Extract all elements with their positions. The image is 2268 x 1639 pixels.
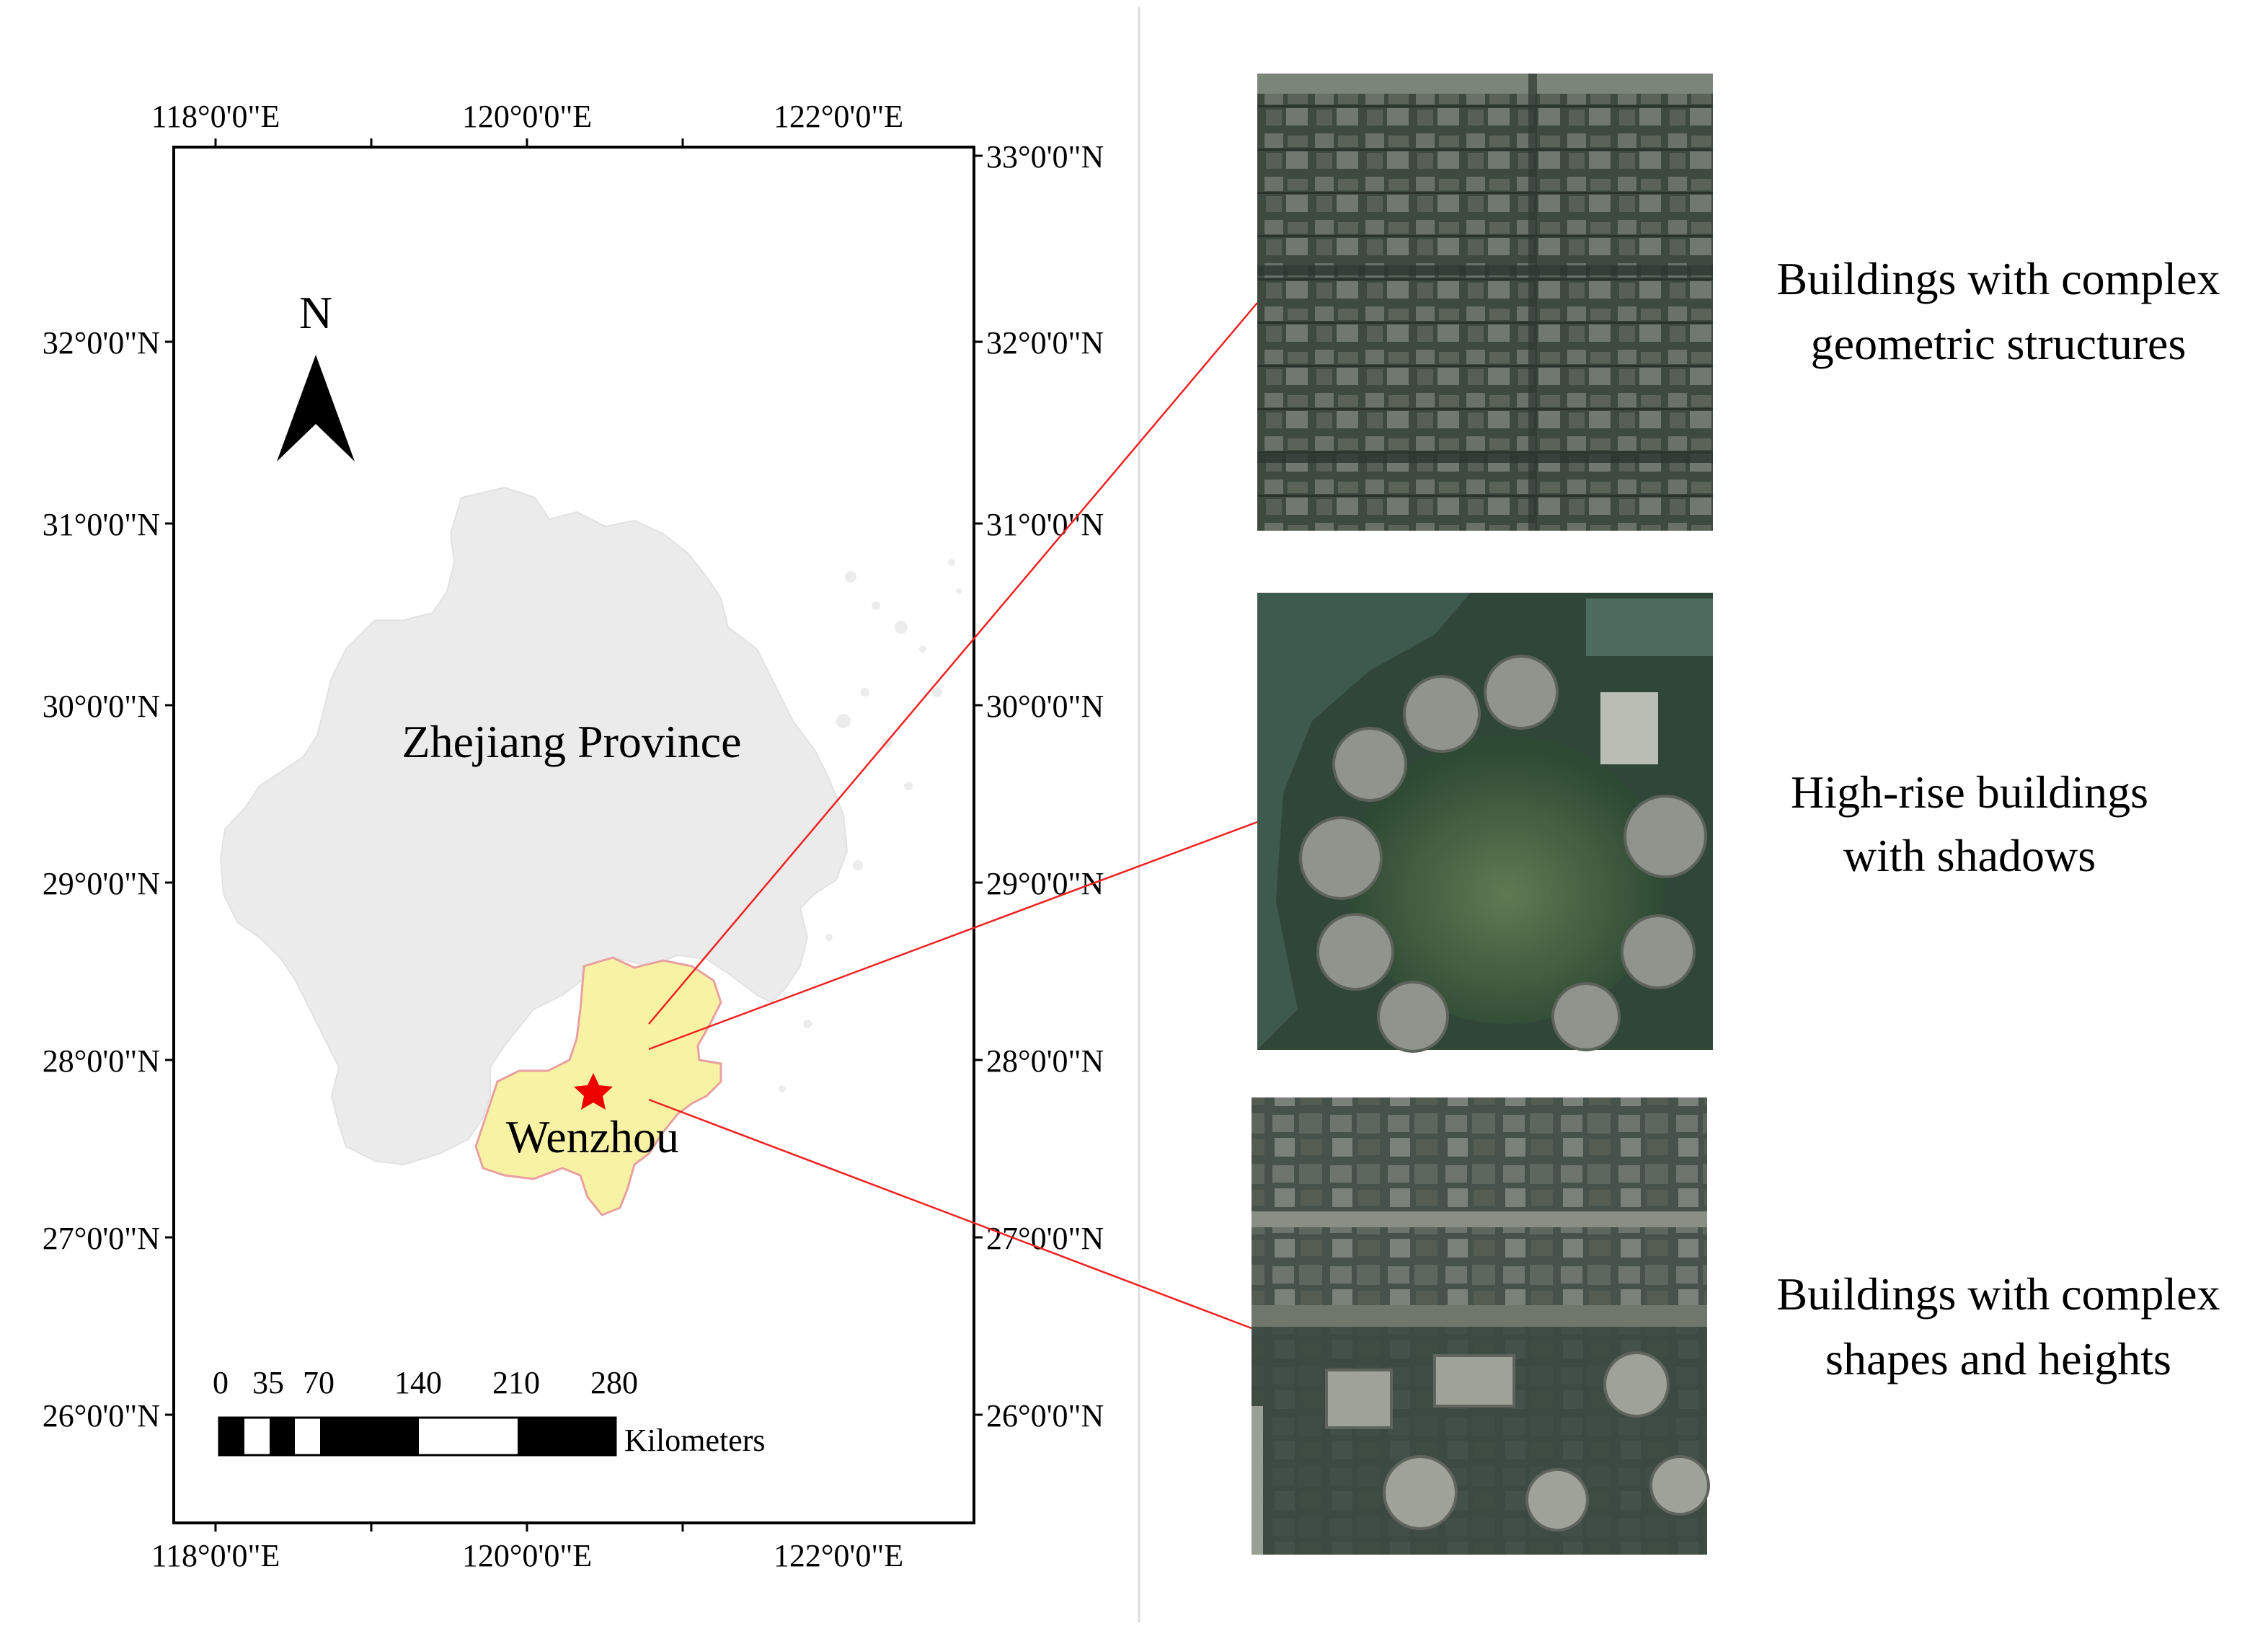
bottom-lon-label: 118°0'0"E (151, 1538, 280, 1573)
left-lat-label: 29°0'0"N (43, 866, 160, 901)
aerial-panel-2: High-rise buildings with shadows (1257, 593, 2148, 1053)
north-label: N (299, 287, 332, 338)
top-lon-label: 120°0'0"E (462, 99, 592, 134)
left-lat-label: 32°0'0"N (43, 325, 160, 361)
province-label: Zhejiang Province (402, 716, 742, 767)
left-lat-label: 26°0'0"N (43, 1398, 160, 1433)
top-lon-label: 118°0'0"E (151, 99, 280, 134)
left-lat-label: 27°0'0"N (43, 1221, 160, 1256)
north-arrow-icon (277, 355, 355, 461)
right-lat-label: 32°0'0"N (986, 325, 1104, 361)
scale-bar: 0 35 70 140 210 280 Kilometers (213, 1365, 766, 1458)
panel-3-caption-line-1: Buildings with complex (1776, 1268, 2220, 1320)
right-lat-label: 31°0'0"N (986, 507, 1104, 542)
frame-ticks (165, 138, 983, 1532)
right-lat-label: 26°0'0"N (986, 1398, 1104, 1433)
zhejiang-province-shape (219, 486, 849, 1166)
bottom-lon-label: 122°0'0"E (774, 1538, 903, 1573)
scale-tick-label: 70 (303, 1365, 335, 1400)
left-lat-label: 31°0'0"N (43, 507, 160, 542)
right-lat-label: 33°0'0"N (986, 139, 1104, 174)
wenzhou-star-icon (574, 1073, 613, 1110)
map-panel: 118°0'0"E 120°0'0"E 122°0'0"E 118°0'0"E … (43, 99, 1258, 1573)
north-arrow: N (277, 287, 355, 461)
scale-tick-label: 0 (213, 1365, 229, 1400)
scale-tick-label: 140 (394, 1365, 442, 1400)
city-label: Wenzhou (506, 1111, 679, 1162)
scale-tick-label: 35 (252, 1365, 284, 1400)
panel-2-caption-line-2: with shadows (1843, 830, 2096, 881)
leader-line-2 (648, 821, 1258, 1051)
aerial-panel-1: Buildings with complex geometric structu… (1257, 74, 2220, 531)
aerial-panel-3: Buildings with complex shapes and height… (1252, 1097, 2220, 1555)
leader-line-3 (648, 1098, 1252, 1330)
panel-2-caption-line-1: High-rise buildings (1791, 767, 2148, 818)
left-lat-label: 28°0'0"N (43, 1043, 160, 1079)
right-lat-label: 28°0'0"N (986, 1043, 1104, 1079)
panel-1-caption-line-1: Buildings with complex (1776, 253, 2220, 304)
map-frame (172, 146, 975, 1524)
scale-unit-label: Kilometers (624, 1423, 766, 1458)
leader-line-1 (648, 302, 1258, 1025)
left-lat-label: 30°0'0"N (43, 689, 160, 724)
right-lat-label: 30°0'0"N (986, 689, 1104, 724)
bottom-lon-label: 120°0'0"E (462, 1538, 592, 1573)
panel-3-caption-line-2: shapes and heights (1825, 1333, 2171, 1384)
scale-tick-label: 210 (492, 1365, 540, 1400)
panel-1-caption-line-2: geometric structures (1811, 318, 2187, 369)
top-lon-label: 122°0'0"E (774, 99, 903, 134)
right-lat-label: 29°0'0"N (986, 866, 1104, 901)
scale-tick-label: 280 (590, 1365, 638, 1400)
